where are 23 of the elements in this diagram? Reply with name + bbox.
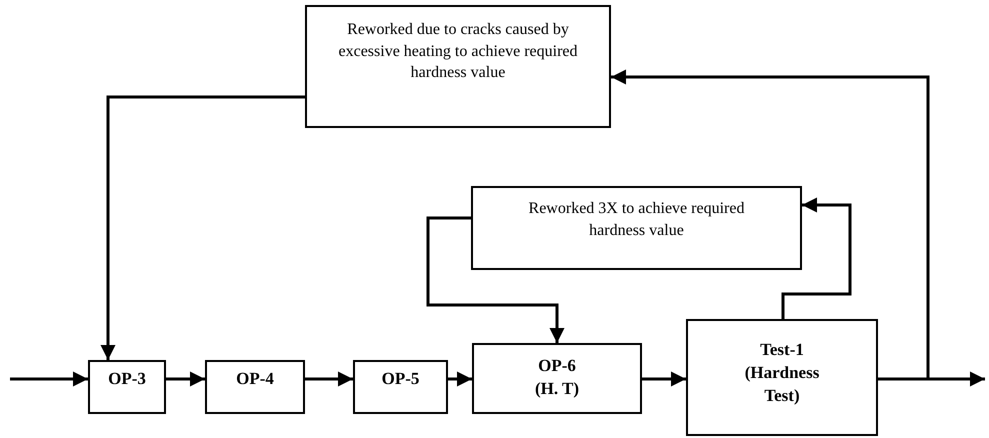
arrow (426, 216, 564, 343)
box-label: Test-1 (Hardness Test) (744, 339, 820, 407)
process-box (88, 360, 166, 414)
box-label: Reworked 3X to achieve required hardness value (528, 199, 746, 241)
arrow (448, 372, 472, 386)
process-box (686, 319, 878, 436)
box-label: OP-4 (236, 368, 274, 390)
box-label: OP-3 (108, 368, 146, 390)
arrow (305, 372, 353, 386)
arrow (166, 372, 205, 386)
process-box (305, 5, 611, 128)
arrow (611, 70, 930, 380)
process-box (471, 186, 802, 270)
arrow (10, 372, 88, 386)
box-label: Reworked due to cracks caused by excessive heating to achieve required hardness value (338, 20, 578, 84)
process-box (353, 360, 448, 414)
box-label: OP-6 (H. T) (534, 355, 580, 400)
box-label: OP-5 (382, 368, 420, 390)
arrow (782, 198, 852, 319)
arrow (100, 96, 305, 360)
process-box (205, 360, 305, 414)
arrow (642, 372, 686, 386)
process-box (472, 343, 642, 414)
